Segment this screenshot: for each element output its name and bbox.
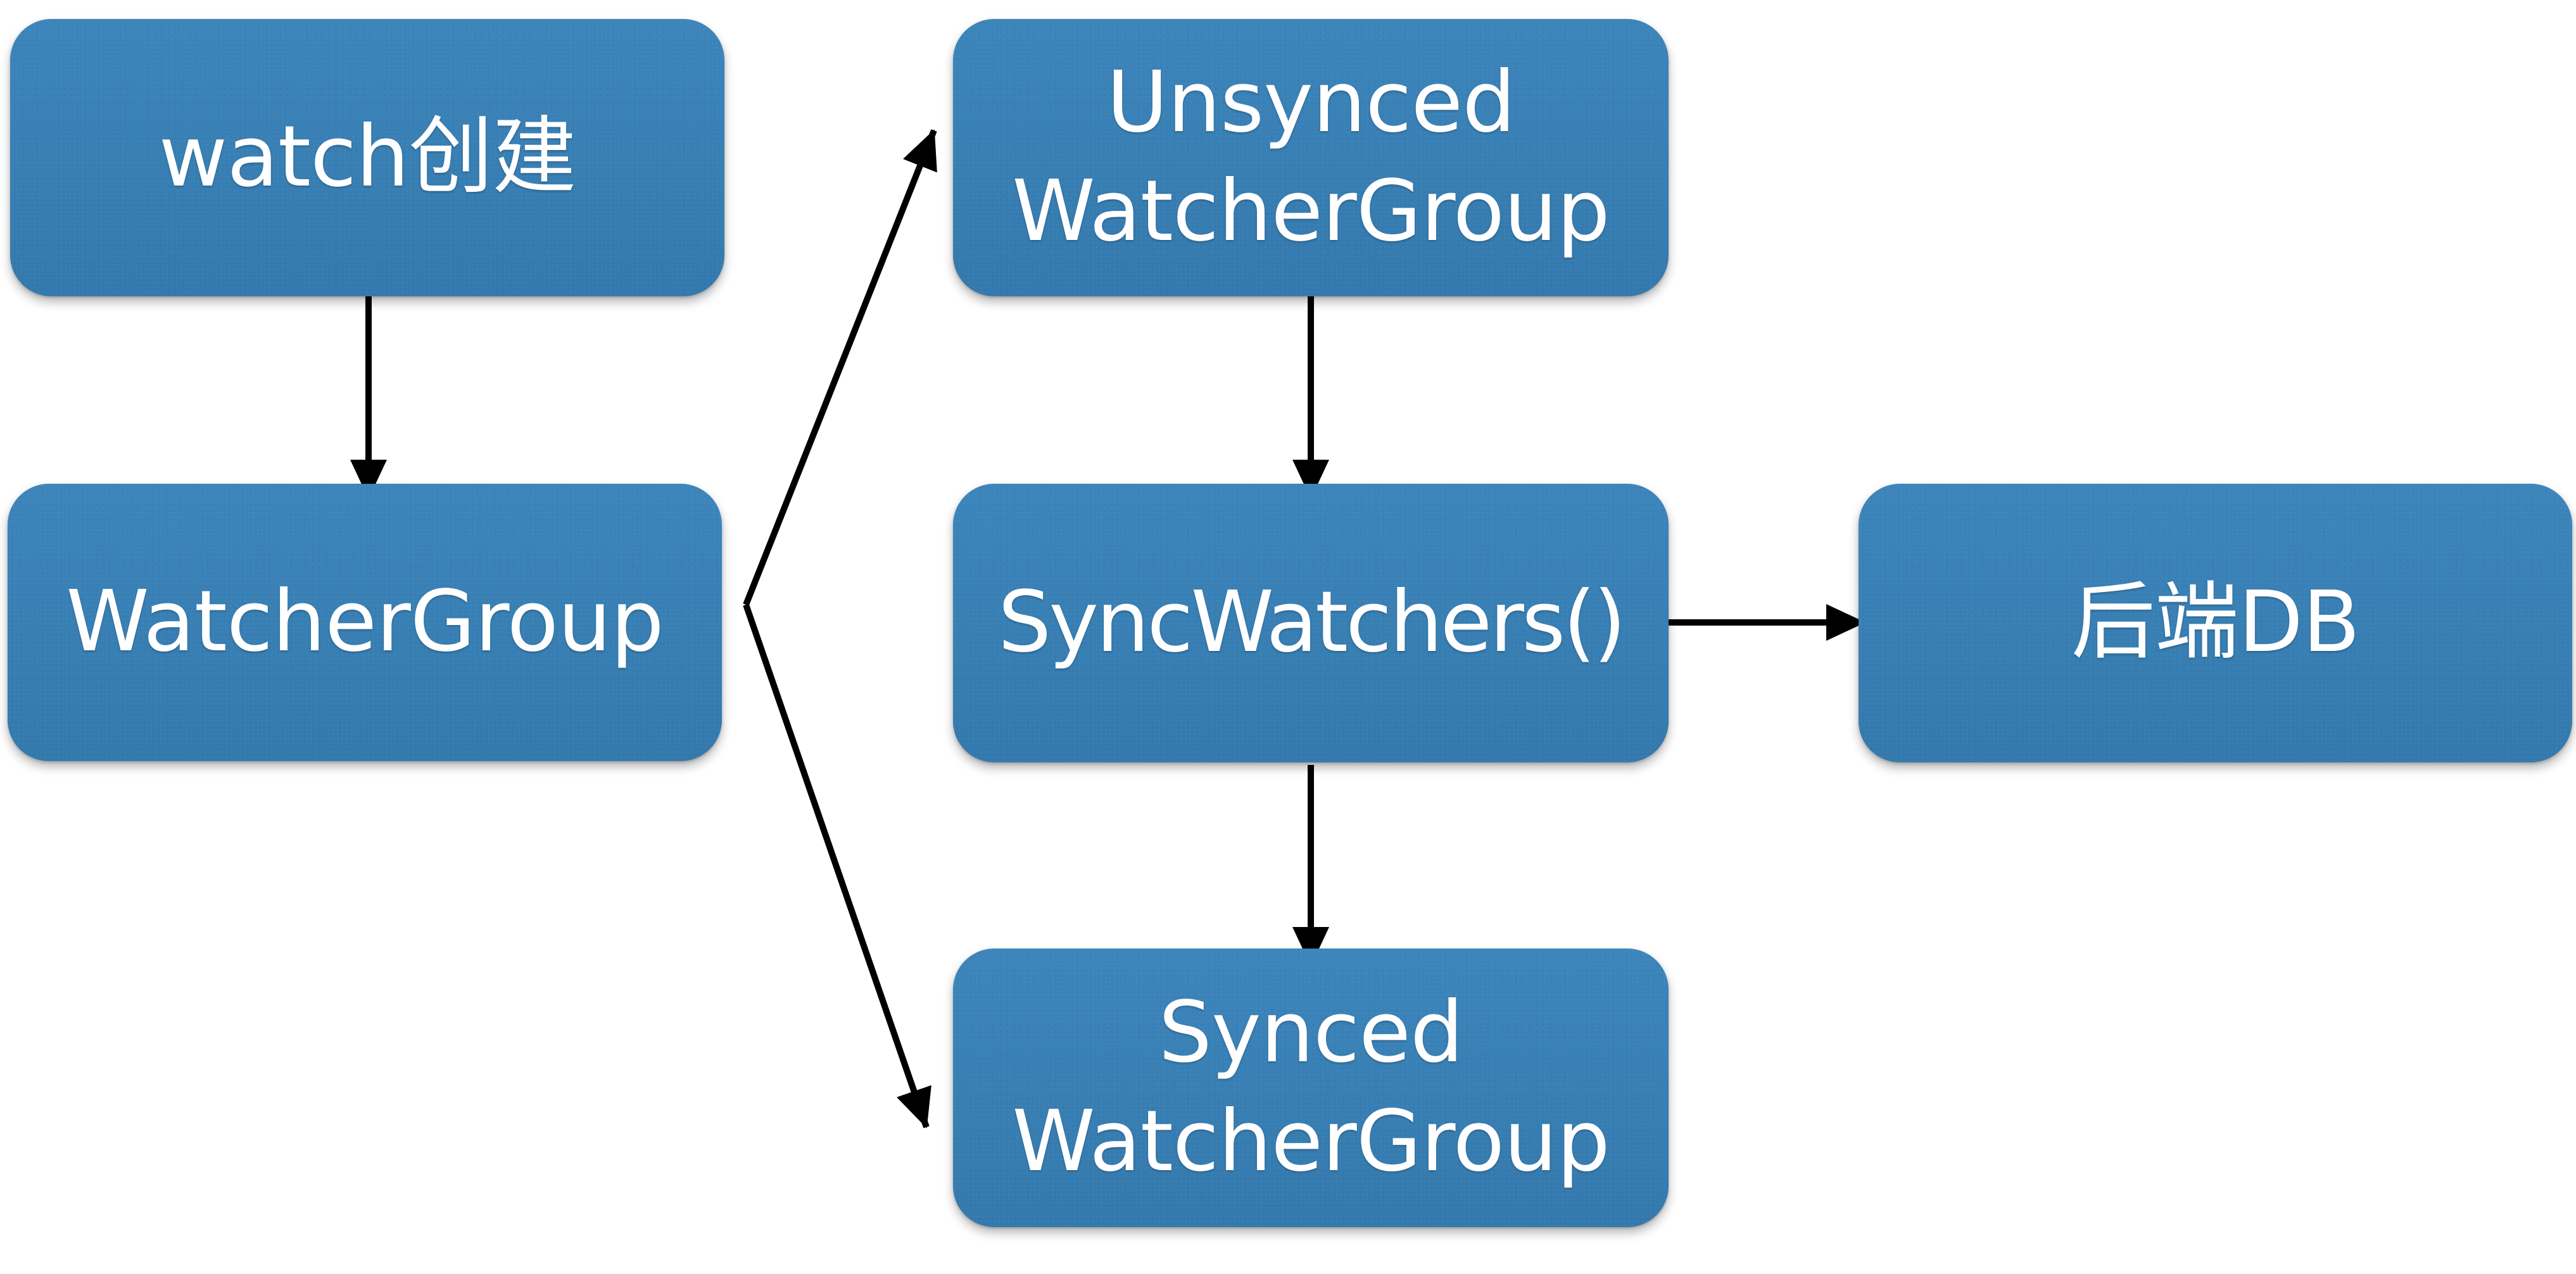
node-watcher-group-label: WatcherGroup (66, 573, 664, 671)
node-sync-watchers: SyncWatchers() (953, 484, 1669, 762)
node-watcher-group: WatcherGroup (8, 484, 722, 761)
node-unsynced-watcher-group-label: Unsynced WatcherGroup (1012, 54, 1610, 260)
node-synced-watcher-group: Synced WatcherGroup (953, 949, 1669, 1227)
node-unsynced-watcher-group: Unsynced WatcherGroup (953, 19, 1669, 296)
node-sync-watchers-label: SyncWatchers() (997, 574, 1626, 672)
node-watch-create: watch创建 (10, 19, 724, 296)
node-watch-create-label: watch创建 (158, 108, 577, 206)
node-backend-db-label: 后端DB (2071, 574, 2361, 672)
node-backend-db: 后端DB (1859, 484, 2572, 762)
arrow-watchergroup-to-unsynced (743, 129, 937, 606)
arrow-watchergroup-to-synced (743, 603, 931, 1128)
node-synced-watcher-group-label: Synced WatcherGroup (1012, 984, 1610, 1190)
